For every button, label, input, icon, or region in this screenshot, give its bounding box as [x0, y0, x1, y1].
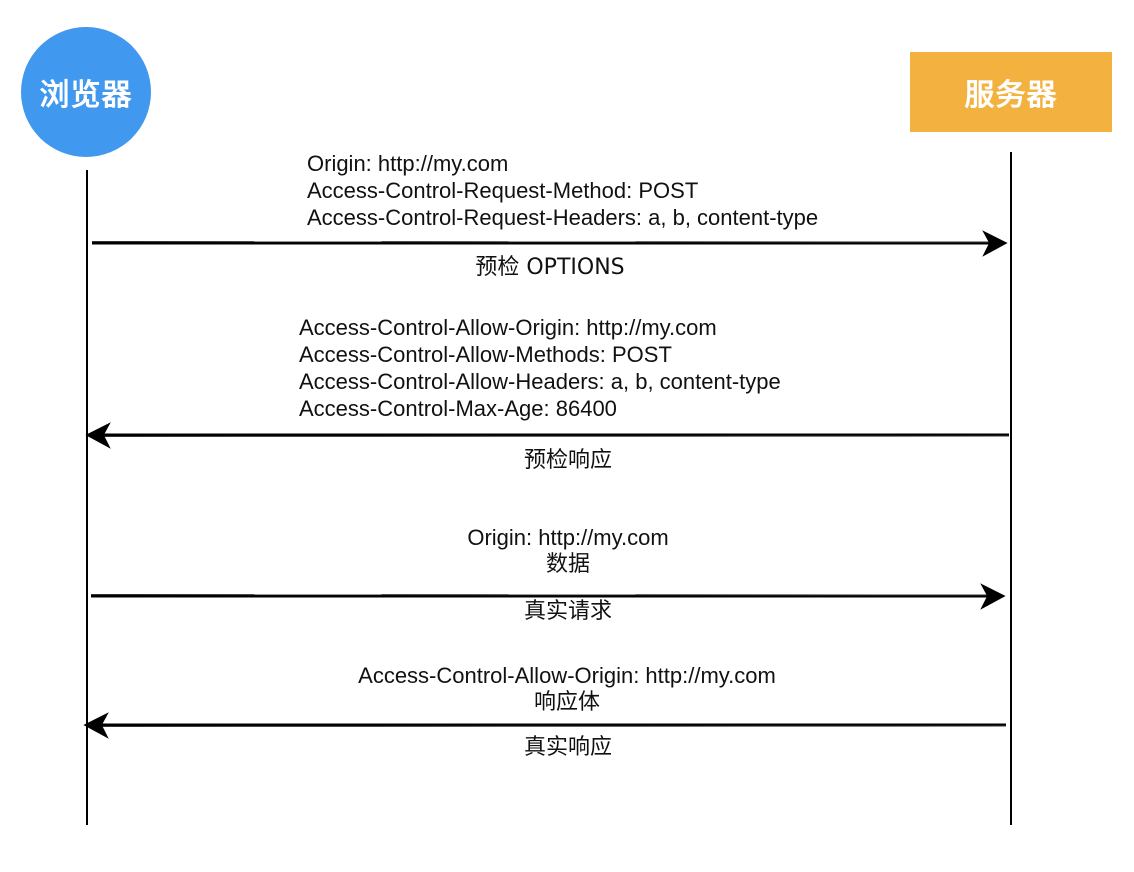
message-2-arrow: [85, 422, 1010, 449]
arrowhead-left: [85, 422, 111, 449]
message-3-label: 真实请求: [523, 599, 612, 624]
browser-actor-label: 浏览器: [39, 78, 133, 113]
message-4-arrow: [83, 712, 1007, 739]
header-line: Access-Control-Request-Headers: a, b, co…: [307, 205, 819, 230]
header-line: Origin: http://my.com: [467, 525, 669, 550]
message-2-headers: Access-Control-Allow-Origin: http://my.c…: [299, 314, 781, 422]
header-line: 响应体: [533, 690, 600, 715]
server-actor: 服务器: [910, 52, 1112, 132]
arrowhead-right: [980, 583, 1006, 610]
message-2-label: 预检响应: [523, 448, 612, 473]
header-line: 数据: [545, 552, 590, 577]
header-line: Origin: http://my.com: [307, 151, 509, 176]
message-3-headers: Origin: http://my.com 数据: [368, 524, 768, 578]
header-line: Access-Control-Allow-Methods: POST: [299, 342, 672, 367]
header-line: Access-Control-Request-Method: POST: [307, 178, 699, 203]
header-line: Access-Control-Allow-Headers: a, b, cont…: [299, 369, 781, 394]
message-1-arrow: [91, 230, 1008, 257]
message-4-label: 真实响应: [523, 735, 612, 760]
message-4-headers: Access-Control-Allow-Origin: http://my.c…: [317, 662, 817, 716]
message-3-arrow: [90, 583, 1006, 610]
arrowhead-left: [83, 712, 109, 739]
header-line: Access-Control-Max-Age: 86400: [299, 396, 617, 421]
arrowhead-right: [982, 230, 1008, 257]
message-1-headers: Origin: http://my.com Access-Control-Req…: [307, 150, 818, 231]
header-line: Access-Control-Allow-Origin: http://my.c…: [299, 315, 717, 340]
browser-actor: 浏览器: [21, 27, 151, 157]
header-line: Access-Control-Allow-Origin: http://my.c…: [358, 663, 776, 688]
message-1-label: 预检 OPTIONS: [475, 255, 625, 280]
server-actor-label: 服务器: [964, 78, 1058, 113]
